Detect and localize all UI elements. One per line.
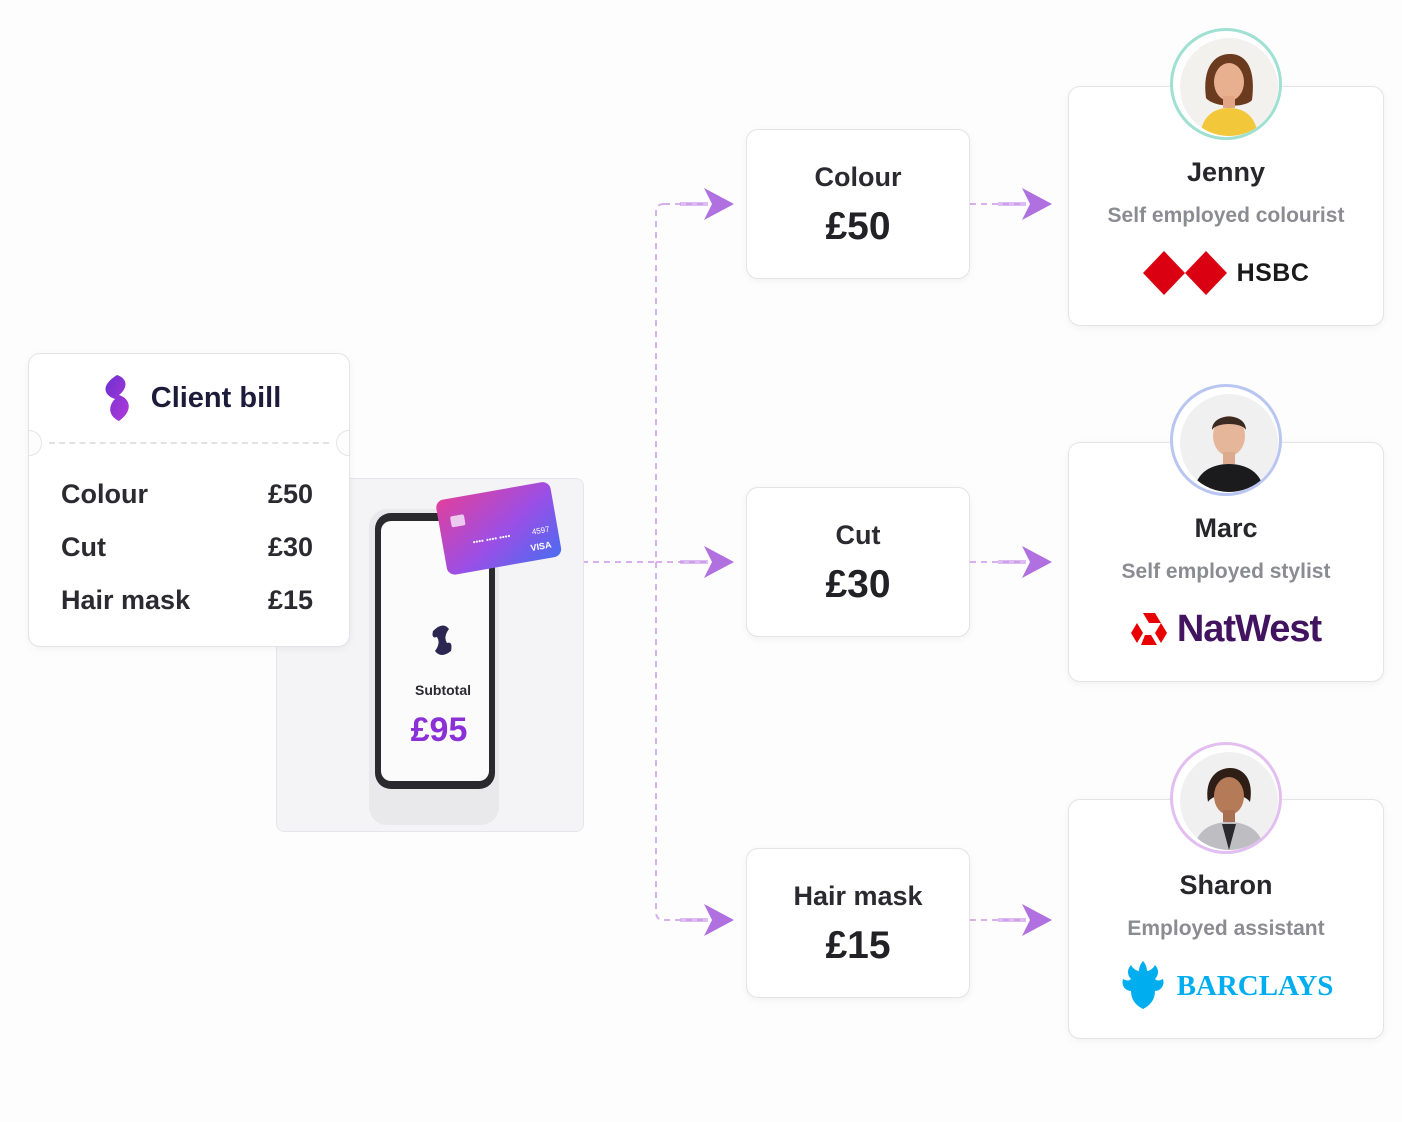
person-role: Self employed stylist: [1121, 560, 1331, 583]
brand-logo-icon: [105, 375, 129, 421]
person-role: Self employed colourist: [1107, 204, 1345, 227]
split-card-hair-mask: Hair mask £15: [746, 848, 970, 998]
arrow-icon: [1022, 904, 1052, 936]
barclays-eagle-icon: [1122, 961, 1164, 1009]
bank-logo-hsbc: HSBC: [1069, 250, 1383, 296]
bill-line-item: Cut£30: [61, 532, 313, 562]
bank-logo-natwest: NatWest: [1069, 606, 1383, 652]
bank-name: BARCLAYS: [1176, 969, 1334, 1002]
arrow-icon: [704, 904, 734, 936]
split-amount: £30: [825, 563, 891, 606]
bill-line-item: Hair mask£15: [61, 585, 313, 615]
person-name: Sharon: [1179, 870, 1273, 900]
split-amount: £15: [825, 924, 891, 967]
avatar-sharon: [1170, 742, 1282, 854]
bill-title: Client bill: [150, 381, 282, 414]
bank-logo-barclays: BARCLAYS: [1069, 961, 1383, 1009]
client-bill-card: Client bill Colour£50 Cut£30 Hair mask£1…: [28, 353, 350, 647]
arrow-icon: [704, 546, 734, 578]
person-photo-icon: [1200, 54, 1258, 136]
avatar-jenny: [1170, 28, 1282, 140]
split-label: Colour: [814, 162, 902, 192]
split-card-cut: Cut £30: [746, 487, 970, 637]
person-name: Jenny: [1186, 157, 1266, 187]
bank-name: NatWest: [1176, 607, 1322, 650]
credit-card: •••• •••• •••• 4597 VISA: [436, 482, 562, 575]
arrow-icon: [1022, 546, 1052, 578]
bill-line-item: Colour£50: [61, 479, 313, 509]
subtotal-label: Subtotal: [415, 682, 471, 698]
hsbc-hexagon-icon: [1142, 251, 1227, 295]
split-label: Hair mask: [793, 881, 923, 911]
branch-line: [655, 203, 665, 921]
natwest-cubes-icon: [1130, 613, 1167, 645]
person-photo-icon: [1194, 768, 1264, 850]
terminal-device: Subtotal £95 •••• •••• •••• 4597 VISA: [369, 482, 562, 825]
split-card-colour: Colour £50: [746, 129, 970, 279]
split-label: Cut: [835, 520, 881, 550]
bank-name: HSBC: [1236, 258, 1310, 287]
card-number: 4597: [531, 525, 551, 537]
avatar-marc: [1170, 384, 1282, 496]
split-amount: £50: [825, 205, 891, 248]
arrow-icon: [704, 188, 734, 220]
person-photo-icon: [1194, 416, 1264, 492]
subtotal-value: £95: [411, 711, 468, 749]
person-name: Marc: [1194, 513, 1258, 543]
card-brand: VISA: [530, 539, 553, 553]
arrow-icon: [1022, 188, 1052, 220]
person-role: Employed assistant: [1127, 917, 1325, 940]
